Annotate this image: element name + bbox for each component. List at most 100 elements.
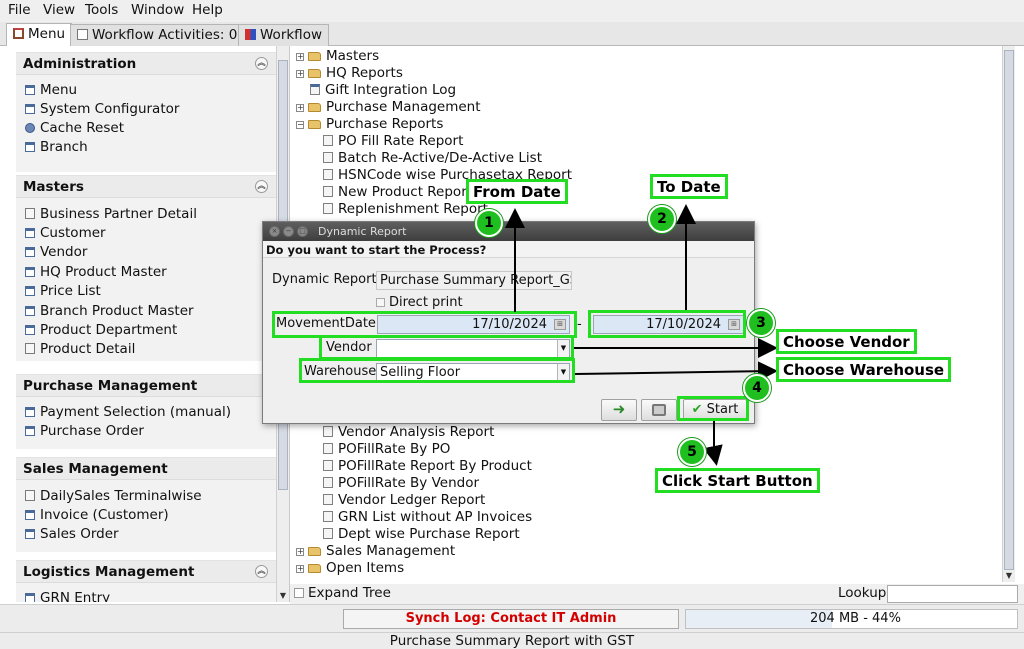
tree-node-report[interactable]: PO Fill Rate Report [323, 133, 463, 150]
tree-node-report[interactable]: Vendor Ledger Report [323, 492, 485, 509]
tree-node-report[interactable]: POFillRate By PO [323, 441, 450, 458]
chevron-down-icon[interactable]: ▼ [557, 340, 569, 357]
tree-node-sales-management[interactable]: +Sales Management [296, 543, 456, 559]
synch-log-button[interactable]: Synch Log: Contact IT Admin [343, 609, 679, 629]
collapse-icon[interactable]: ︽ [255, 180, 268, 193]
expand-icon[interactable]: + [296, 564, 304, 573]
tab-workflow[interactable]: Workflow [238, 24, 329, 46]
menu-item[interactable]: Purchase Order [25, 423, 144, 441]
menu-help[interactable]: Help [192, 2, 223, 18]
direct-print-label[interactable]: Direct print [389, 295, 463, 310]
tab-bar: Menu Workflow Activities: 0 Workflow [0, 22, 1024, 47]
collapse-icon[interactable]: ︽ [255, 565, 268, 578]
status-bar: Synch Log: Contact IT Admin 204 MB - 44% [0, 604, 1024, 632]
menu-item[interactable]: Menu [25, 82, 77, 100]
expand-icon[interactable]: + [296, 547, 304, 556]
tree-node-report[interactable]: Dept wise Purchase Report [323, 526, 520, 543]
tree-node-report[interactable]: POFillRate Report By Product [323, 458, 532, 475]
menu-tools[interactable]: Tools [85, 2, 119, 18]
refresh-button[interactable]: ➜ [601, 399, 637, 421]
expand-icon[interactable]: + [296, 103, 304, 112]
close-icon[interactable]: × [269, 226, 280, 237]
menu-item[interactable]: Customer [25, 225, 106, 243]
highlight-to-date [588, 310, 746, 338]
to-date-field[interactable]: 17/10/2024⊞ [593, 315, 744, 334]
tree-node-purchase-reports[interactable]: −Purchase Reports [296, 116, 444, 132]
expand-icon[interactable]: + [296, 69, 304, 78]
section-title: Purchase Management [16, 375, 276, 397]
expand-tree-checkbox[interactable] [294, 588, 304, 598]
menu-window[interactable]: Window [131, 2, 185, 18]
from-date-field[interactable]: 17/10/2024⊞ [377, 315, 570, 334]
tree-scrollbar[interactable]: ▼ [1002, 46, 1015, 582]
chevron-down-icon[interactable]: ▼ [557, 364, 569, 381]
dialog-titlebar: × − □ Dynamic Report [263, 222, 754, 241]
memory-indicator: 204 MB - 44% [685, 609, 1018, 629]
menu-item[interactable]: Price List [25, 283, 101, 301]
menu-item[interactable]: Vendor [25, 244, 87, 262]
tab-workflow-activities[interactable]: Workflow Activities: 0 [70, 24, 245, 46]
maximize-icon[interactable]: □ [297, 226, 308, 237]
tree-node-report[interactable]: New Product Report [323, 184, 472, 201]
folder-icon [308, 52, 321, 61]
menu-item[interactable]: GRN Entry [25, 590, 110, 602]
report-icon [323, 477, 333, 488]
menu-view[interactable]: View [43, 2, 76, 18]
open-folder-icon [308, 120, 321, 129]
scroll-down-icon[interactable]: ▼ [1005, 571, 1013, 580]
expand-tree-label[interactable]: Expand Tree [308, 585, 391, 601]
report-icon [323, 135, 333, 146]
tree-node-report[interactable]: Replenishment Report [323, 201, 488, 218]
tree-node-report[interactable]: GRN List without AP Invoices [323, 509, 532, 526]
step-badge-2: 2 [648, 205, 676, 233]
menu-item[interactable]: Cache Reset [25, 120, 124, 138]
tree-node-hq-reports[interactable]: +HQ Reports [296, 65, 403, 81]
menu-item[interactable]: Product Detail [25, 341, 135, 359]
tree-node-purchase-management[interactable]: +Purchase Management [296, 99, 481, 115]
menu-item[interactable]: Business Partner Detail [25, 206, 197, 224]
menu-item[interactable]: Branch [25, 139, 88, 157]
tree-node-gift-log[interactable]: Gift Integration Log [310, 82, 456, 99]
menu-item[interactable]: DailySales Terminalwise [25, 488, 202, 506]
menu-file[interactable]: File [8, 2, 31, 18]
menu-bar: File View Tools Window Help [0, 0, 1024, 22]
section-purchase-management: Purchase Management Payment Selection (m… [16, 374, 276, 449]
start-button[interactable]: ✔ Start [683, 399, 747, 421]
window-icon [25, 142, 35, 152]
print-button[interactable] [641, 399, 677, 421]
callout-click-start: Click Start Button [655, 468, 820, 493]
tree-node-open-items[interactable]: +Open Items [296, 560, 405, 576]
window-icon [25, 593, 35, 602]
folder-icon [308, 547, 321, 556]
collapse-icon[interactable]: − [296, 120, 304, 129]
lookup-input[interactable] [887, 585, 1018, 603]
tab-menu[interactable]: Menu [6, 23, 73, 47]
scroll-down-icon[interactable]: ▼ [279, 591, 287, 600]
window-icon [25, 426, 35, 436]
direct-print-checkbox[interactable] [376, 298, 385, 307]
report-icon [323, 152, 333, 163]
footer-title: Purchase Summary Report with GST [0, 632, 1024, 649]
window-icon [25, 104, 35, 114]
menu-item[interactable]: Sales Order [25, 526, 119, 544]
menu-item[interactable]: Payment Selection (manual) [25, 404, 231, 422]
minimize-icon[interactable]: − [283, 226, 294, 237]
menu-item[interactable]: Invoice (Customer) [25, 507, 169, 525]
section-masters: Masters︽ Business Partner Detail Custome… [16, 175, 276, 361]
tree-node-masters[interactable]: +Masters [296, 48, 380, 64]
tree-node-report[interactable]: Vendor Analysis Report [323, 424, 494, 441]
collapse-icon[interactable]: ︽ [255, 57, 268, 70]
report-icon [323, 169, 333, 180]
menu-item[interactable]: HQ Product Master [25, 264, 167, 282]
menu-item[interactable]: System Configurator [25, 101, 179, 119]
calendar-icon[interactable]: ⊞ [728, 319, 740, 330]
expand-icon[interactable]: + [296, 52, 304, 61]
section-logistics-management: Logistics Management︽ GRN Entry [16, 560, 276, 602]
tree-node-report[interactable]: Batch Re-Active/De-Active List [323, 150, 542, 167]
menu-item[interactable]: Branch Product Master [25, 303, 194, 321]
tree-node-report[interactable]: POFillRate By Vendor [323, 475, 479, 492]
warehouse-select[interactable]: Selling Floor▼ [376, 363, 570, 382]
scroll-thumb[interactable] [1004, 50, 1014, 570]
calendar-icon[interactable]: ⊞ [554, 319, 566, 330]
menu-item[interactable]: Product Department [25, 322, 177, 340]
